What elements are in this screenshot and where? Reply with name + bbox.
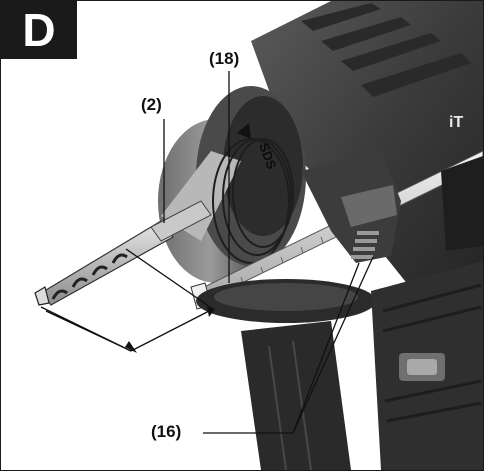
callout-drill-bit: (2) <box>141 95 162 114</box>
drilling-depth-dimension <box>40 248 214 352</box>
housing-label: iT <box>449 114 463 131</box>
side-handle <box>241 321 351 470</box>
drill-bit <box>34 200 212 306</box>
callout-leader-lines <box>163 71 374 434</box>
battery-housing <box>371 261 483 470</box>
callout-depth-rod: (18) <box>209 49 240 68</box>
callout-release-button: (16) <box>151 422 182 441</box>
panel-letter-badge: D <box>1 1 77 59</box>
housing-vents <box>301 3 471 97</box>
depth-stop-release-button <box>351 231 379 259</box>
auxiliary-handle-clamp <box>196 151 401 323</box>
sds-arrow-icon <box>237 123 251 139</box>
